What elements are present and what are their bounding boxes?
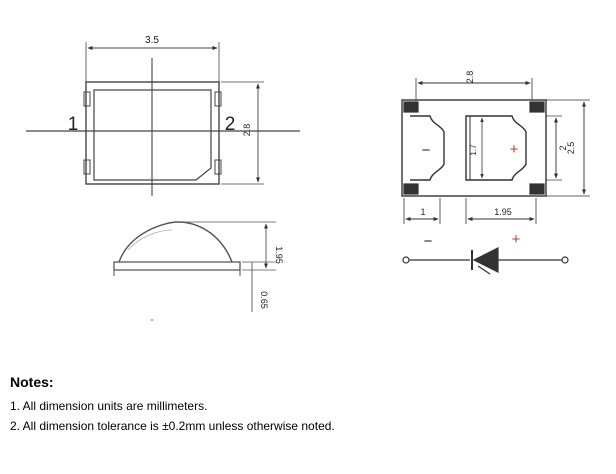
side-dome <box>118 221 233 263</box>
bottom-body-outline <box>401 99 547 197</box>
bottom-outer-height-dim-label: 2.5 <box>566 142 576 155</box>
bottom-pad-height-dim-label: 1.7 <box>469 144 478 156</box>
pin1-label: 1 <box>68 114 79 135</box>
top-lens-outline <box>93 89 212 181</box>
top-view <box>26 42 300 196</box>
bottom-plus-sign: + <box>510 141 519 158</box>
diode-minus-sign: − <box>424 233 433 250</box>
pin2-label: 2 <box>225 114 236 135</box>
side-base-dim-label: 0.65 <box>259 291 269 309</box>
note-item-2: 2. All dimension tolerance is ±0.2mm unl… <box>10 419 335 433</box>
bottom-right-pad-dim-label: 1.95 <box>494 207 512 217</box>
bottom-inner-height-dim-label: 2 <box>558 145 568 150</box>
bottom-left-pad <box>410 115 445 181</box>
diode-plus-sign: + <box>512 231 521 248</box>
notes-section: Notes: 1. All dimension units are millim… <box>10 374 600 436</box>
top-width-dim-label: 3.5 <box>145 35 159 46</box>
diode-symbol <box>402 247 569 275</box>
top-height-dim-label: 2.8 <box>242 124 252 137</box>
bottom-view <box>401 78 590 224</box>
bottom-width-dim-label: 2.8 <box>465 71 475 84</box>
bottom-minus-sign: − <box>422 142 431 159</box>
note-item-1: 1. All dimension units are millimeters. <box>10 399 208 413</box>
bottom-right-pad <box>465 115 527 181</box>
bottom-left-pad-dim-label: 1 <box>420 207 425 217</box>
side-base <box>113 261 241 271</box>
notes-title: Notes: <box>10 374 54 390</box>
package-drawing: 3.5 1 2 2.8 1.95 0.65 <box>26 35 590 321</box>
side-height-dim-label: 1.95 <box>274 246 284 264</box>
side-view <box>113 221 276 312</box>
